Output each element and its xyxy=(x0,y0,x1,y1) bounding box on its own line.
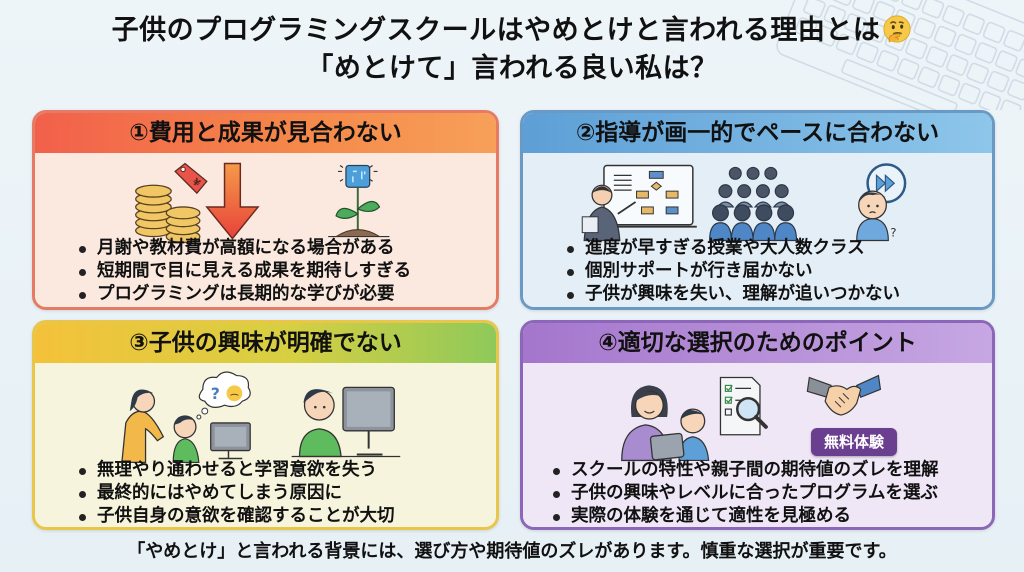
coins-icon xyxy=(135,184,201,244)
bullet-item: 無理やり通わせると学習意欲を失う xyxy=(77,459,395,482)
card-heading: ④適切な選択のためのポイント xyxy=(523,323,992,363)
sprout-chip-icon xyxy=(328,164,390,238)
price-tag-icon: ¥ xyxy=(174,162,208,195)
parent-child-computer-icon xyxy=(121,389,251,464)
bullet-item: 月謝や教材費が高額になる場合がある xyxy=(77,237,411,260)
card-heading: ②指導が画一的でペースに合わない xyxy=(523,113,992,153)
bullet-item: 進度が早すぎる授業や大人数クラス xyxy=(565,237,900,260)
bullet-item: 個別サポートが行き届かない xyxy=(565,260,900,283)
card-illustrations xyxy=(621,374,882,462)
parent-child-tablet-icon xyxy=(621,385,710,462)
card-cost-vs-results: ①費用と成果が見合わない ¥ xyxy=(32,110,499,310)
large-class-icon xyxy=(709,166,798,242)
card-illustrations: ¥ xyxy=(135,162,390,244)
bullet-list: 進度が早すぎる授業や大人数クラス 個別サポートが行き届かない 子供が興味を失い、… xyxy=(565,237,900,306)
bored-child-computer-icon xyxy=(291,386,401,458)
card-illustrations: ? xyxy=(581,163,907,242)
bullet-item: プログラミングは長期的な学びが必要 xyxy=(77,283,411,306)
page-title: 子供のプログラミングスクールはやめとけと言われる理由とは 「めとけて」言われる良… xyxy=(0,12,1024,88)
checklist-magnifier-icon xyxy=(719,376,768,436)
title-line-2: 「めとけて」言われる良い私は？ xyxy=(306,53,718,84)
bullet-item: 子供自身の意欲を確認することが大切 xyxy=(77,505,395,527)
bullet-item: 子供が興味を失い、理解が追いつかない xyxy=(565,283,900,306)
card-body: 無料体験 スクールの特性や親子間の期待値のズレを理解 子供の興味やレベルに合った… xyxy=(523,363,992,527)
svg-text:?: ? xyxy=(890,226,896,240)
title-line-1: 子供のプログラミングスクールはやめとけと言われる理由とは xyxy=(0,12,1024,50)
footer-summary: 「やめとけ」と言われる背景には、選び方や期待値のズレがあります。慎重な選択が重要… xyxy=(127,541,897,562)
card-heading: ①費用と成果が見合わない xyxy=(35,113,496,153)
bullet-list: 月謝や教材費が高額になる場合がある 短期間で目に見える成果を期待しすぎる プログ… xyxy=(77,237,411,306)
card-uniform-teaching: ②指導が画一的でペースに合わない xyxy=(520,110,995,310)
handshake-icon xyxy=(806,374,882,416)
card-body: ? 進度が早すぎる授業や大人数クラス 個別サポートが行き届かない 子供が興味を失… xyxy=(523,153,992,307)
bullet-item: 子供の興味やレベルに合ったプログラムを選ぶ xyxy=(551,482,939,505)
bullet-item: 短期間で目に見える成果を期待しすぎる xyxy=(77,260,411,283)
card-unclear-interest: ③子供の興味が明確でない ? xyxy=(32,320,499,530)
card-body: ? 無理やり通わせると学習意欲を失う 最終的にはやめてしまう原因に 子供自身の意… xyxy=(35,363,496,527)
bullet-list: 無理やり通わせると学習意欲を失う 最終的にはやめてしまう原因に 子供自身の意欲を… xyxy=(77,459,395,527)
thought-bubble-icon: ? xyxy=(196,371,251,420)
free-trial-badge: 無料体験 xyxy=(811,428,897,456)
card-illustrations: ? xyxy=(121,371,401,464)
teacher-whiteboard-icon xyxy=(581,164,697,242)
card-body: ¥ 月謝や教材費が高額になる場合がある 短期間で目に見える成果を期待しすぎる プ… xyxy=(35,153,496,307)
card-heading: ③子供の興味が明確でない xyxy=(35,323,496,363)
bullet-item: 最終的にはやめてしまう原因に xyxy=(77,482,395,505)
svg-text:?: ? xyxy=(211,384,220,403)
keyboard-background-icon xyxy=(776,0,1024,110)
bullet-item: スクールの特性や親子間の期待値のズレを理解 xyxy=(551,459,939,482)
bullet-item: 実際の体験を通じて適性を見極める xyxy=(551,505,939,527)
down-arrow-icon xyxy=(205,162,260,240)
bullet-list: スクールの特性や親子間の期待値のズレを理解 子供の興味やレベルに合ったプログラム… xyxy=(551,459,939,527)
card-choosing-points: ④適切な選択のためのポイント xyxy=(520,320,995,530)
thinking-face-icon xyxy=(883,15,911,43)
confused-child-fast-forward-icon: ? xyxy=(856,163,907,242)
